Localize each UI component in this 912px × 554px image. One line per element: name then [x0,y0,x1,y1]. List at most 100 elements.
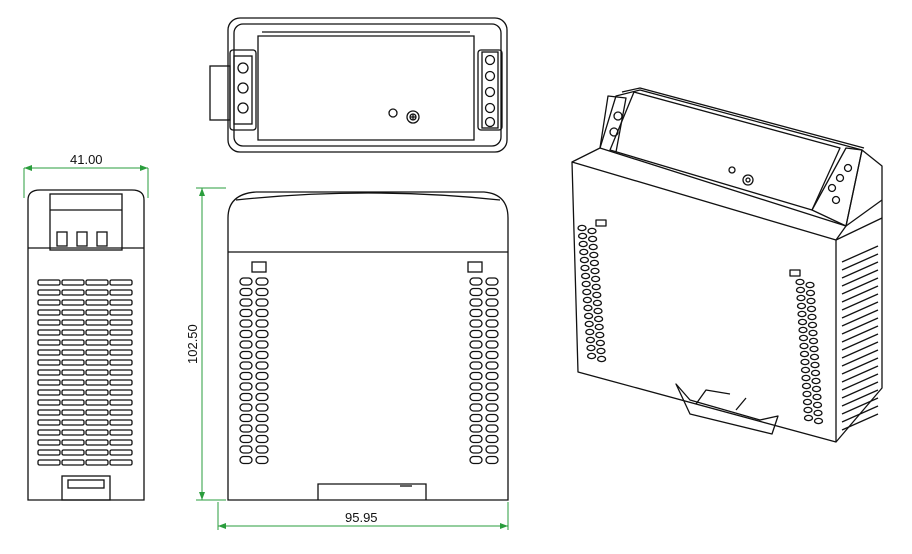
front-view [227,191,509,501]
vent-hole [590,267,600,275]
vent-slot [109,309,133,316]
vent-hole [255,455,269,465]
vent-slot [109,279,133,286]
vent-hole [596,347,606,355]
vent-slot [841,349,879,367]
vent-hole [803,406,813,414]
vent-hole [255,319,269,328]
vent-hole [239,350,253,360]
vent-hole [811,377,821,385]
vent-hole [801,374,811,382]
vent-slot [37,419,61,426]
vent-hole [255,413,269,423]
vent-slot [85,369,109,376]
vent-hole [255,277,269,286]
vent-slot [85,309,109,316]
vent-hole [593,315,604,323]
vent-hole [595,339,606,347]
vent-hole [807,313,817,321]
vent-slot [841,317,879,335]
vent-slot [85,439,109,446]
vent-hole [799,342,809,350]
vent-slot [85,319,109,326]
vent-slot [61,379,85,386]
vent-hole [239,361,253,370]
vent-slot [841,301,879,319]
vent-slot [61,339,85,346]
vent-hole [255,329,269,339]
vent-slot [841,245,879,263]
vent-slot [61,449,85,456]
vent-slot [85,389,109,396]
vent-hole [589,259,600,267]
vent-slot [85,449,109,456]
height-dimension-label: 102.50 [185,324,200,364]
vent-slot [37,439,61,446]
vent-hole [802,398,813,406]
vent-hole [255,403,269,412]
vent-hole [579,248,589,256]
vent-hole [796,302,807,310]
vent-hole [577,232,588,240]
vent-hole [806,305,817,313]
vent-hole [485,277,499,286]
vent-slot [61,319,85,326]
vent-hole [255,298,269,307]
vent-hole [592,291,602,299]
vent-hole [485,445,499,454]
vent-holes [577,224,607,363]
vent-hole [255,308,269,318]
vent-hole [485,413,499,423]
vent-hole [813,417,824,425]
vent-slot [109,369,133,376]
vent-slot [37,289,61,296]
vent-slot [109,289,133,296]
vent-slot [841,285,879,303]
vent-hole [485,434,499,444]
vent-hole [591,283,601,291]
vent-slot [841,381,879,399]
vent-hole [469,287,483,297]
width-dimension-label: 41.00 [70,152,103,167]
vent-slot [85,329,109,336]
vent-hole [239,424,253,433]
vent-hole [255,350,269,360]
vent-slot [841,293,879,311]
vent-hole [239,340,253,349]
vent-hole [255,434,269,444]
vent-hole [255,371,269,381]
vent-hole [798,326,808,334]
top-view [209,17,508,153]
vent-slot [109,339,133,346]
vent-slot [61,419,85,426]
vent-slot [841,397,879,415]
vent-hole [469,403,483,412]
vent-slot [61,309,85,316]
led-indicator [388,108,398,118]
vent-hole [580,264,590,272]
vent-hole [469,350,483,360]
vent-slot [85,429,109,436]
vent-hole [239,445,253,454]
vent-hole [239,413,253,423]
iso-led [728,166,736,174]
vent-slot [841,277,879,295]
vent-slot [109,379,133,386]
vent-hole [812,393,822,401]
vent-slot [37,449,61,456]
vent-hole [239,329,253,339]
vent-hole [255,382,269,391]
vent-slot [37,369,61,376]
vent-slot [109,349,133,356]
vent-slot [37,349,61,356]
vent-slot [85,409,109,416]
vent-hole [485,371,499,381]
vent-slot [61,279,85,286]
vent-slot [61,359,85,366]
vent-slot [109,329,133,336]
vent-hole [810,369,821,377]
vent-hole [588,243,598,251]
vent-hole [586,352,597,360]
vent-hole [469,371,483,381]
vent-slot [61,429,85,436]
